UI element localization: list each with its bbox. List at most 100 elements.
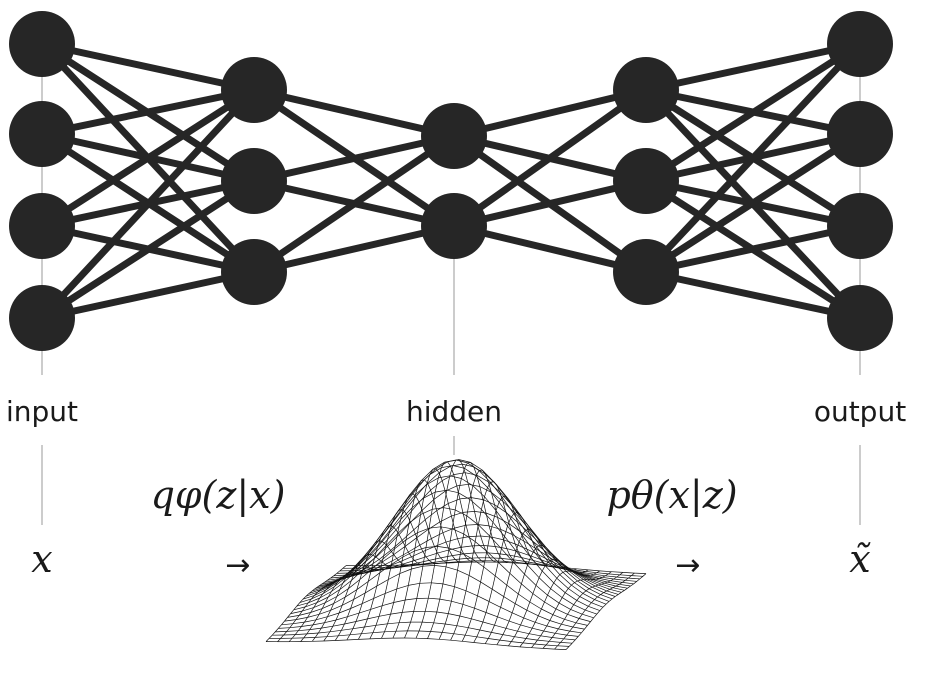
mesh-line-554: [532, 585, 537, 594]
mesh-line-1357: [400, 565, 413, 567]
mesh-line-775: [514, 636, 527, 639]
mesh-line-346: [440, 507, 445, 527]
mesh-line-828: [532, 627, 544, 632]
mesh-line-111: [333, 596, 338, 604]
mesh-line-1211: [497, 516, 510, 525]
mesh-line-1115: [577, 580, 590, 589]
mesh-line-2: [271, 631, 276, 636]
mesh-line-666: [603, 590, 607, 593]
mesh-line-1035: [544, 565, 558, 579]
mesh-line-110: [330, 603, 335, 611]
mesh-line-470: [479, 621, 484, 631]
mesh-line-1314: [498, 553, 510, 556]
mesh-line-1220: [601, 583, 614, 589]
mesh-line-690: [608, 598, 613, 602]
mesh-line-859: [295, 617, 308, 620]
mesh-line-254: [431, 538, 435, 547]
mesh-line-83: [315, 614, 320, 620]
mesh-line-836: [327, 612, 340, 618]
mesh-line-788: [367, 615, 380, 620]
mesh-line-1370: [550, 566, 563, 569]
mesh-line-175: [393, 554, 398, 559]
mesh-line-1188: [528, 532, 541, 545]
mesh-line-647: [613, 576, 617, 580]
mesh-line-1169: [606, 590, 619, 595]
mesh-line-1015: [314, 589, 327, 596]
mesh-line-738: [384, 630, 397, 633]
mesh-line-339: [418, 621, 423, 632]
mesh-line-602: [543, 625, 548, 632]
node-layer2-1: [421, 193, 487, 259]
mesh-line-1346: [570, 569, 583, 573]
mesh-line-572: [519, 642, 524, 648]
mesh-line-707: [323, 640, 336, 642]
mesh-line-209: [361, 626, 365, 634]
mesh-line-348: [446, 475, 451, 491]
mesh-line-627: [551, 633, 556, 638]
mesh-line-999: [426, 477, 439, 485]
mesh-line-1155: [445, 485, 457, 492]
mesh-line-357: [474, 511, 478, 525]
mesh-line-1276: [356, 571, 369, 575]
mesh-line-962: [296, 602, 309, 607]
mesh-line-882: [561, 623, 573, 628]
mesh-line-1073: [389, 509, 402, 526]
mesh-line-761: [352, 626, 365, 630]
mesh-line-1128: [430, 480, 443, 491]
mesh-line-726: [542, 648, 555, 650]
mesh-line-1016: [325, 582, 338, 591]
mesh-line-853: [523, 617, 536, 623]
mesh-line-1281: [414, 556, 427, 561]
mesh-line-674: [628, 575, 632, 579]
network-edges: [38, 40, 864, 322]
mesh-line-575: [528, 628, 533, 634]
mesh-line-224: [407, 515, 411, 523]
mesh-line-85: [321, 602, 326, 609]
mesh-line-1067: [320, 583, 333, 590]
mesh-line-130: [323, 636, 328, 642]
mesh-line-186: [358, 603, 363, 614]
mesh-line-808: [301, 624, 313, 627]
mesh-line-979: [492, 521, 505, 537]
mesh-line-973: [423, 491, 436, 499]
mesh-line-770: [456, 625, 469, 629]
mesh-line-1348: [593, 573, 606, 577]
mesh-line-556: [538, 570, 543, 578]
mesh-line-813: [358, 609, 371, 614]
mesh-line-365: [430, 622, 435, 632]
mesh-line-286: [392, 631, 397, 639]
mesh-line-1053: [455, 459, 468, 464]
mesh-line-417: [453, 625, 458, 634]
mesh-line-300: [435, 468, 440, 474]
output-variable: x̃: [849, 537, 870, 581]
mesh-line-330: [459, 498, 464, 513]
mesh-line-349: [449, 465, 454, 476]
mesh-line-263: [390, 602, 395, 615]
mesh-line-975: [446, 489, 459, 494]
mesh-line-231: [428, 560, 433, 563]
mesh-line-891: [368, 572, 381, 582]
mesh-line-1077: [435, 461, 448, 470]
mesh-line-768: [433, 622, 446, 625]
mesh-line-955: [512, 561, 525, 575]
mesh-line-241: [391, 548, 395, 565]
mesh-line-1316: [521, 557, 533, 561]
mesh-line-149: [381, 561, 386, 565]
mesh-line-631: [564, 614, 568, 620]
mesh-line-1044: [351, 556, 364, 570]
mesh-line-11: [299, 598, 304, 603]
mesh-line-1158: [479, 486, 492, 493]
mesh-line-372: [451, 509, 456, 529]
mesh-line-959: [558, 602, 571, 610]
mesh-line-937: [305, 602, 317, 608]
mesh-line-235: [372, 625, 377, 633]
mesh-line-748: [499, 639, 512, 642]
mesh-line-371: [448, 528, 453, 549]
mesh-line-689: [605, 601, 610, 605]
mesh-line-938: [316, 596, 329, 604]
mesh-line-6: [284, 617, 288, 622]
network-nodes: [9, 11, 893, 351]
mesh-line-328: [453, 474, 458, 486]
mesh-line-880: [538, 615, 550, 621]
